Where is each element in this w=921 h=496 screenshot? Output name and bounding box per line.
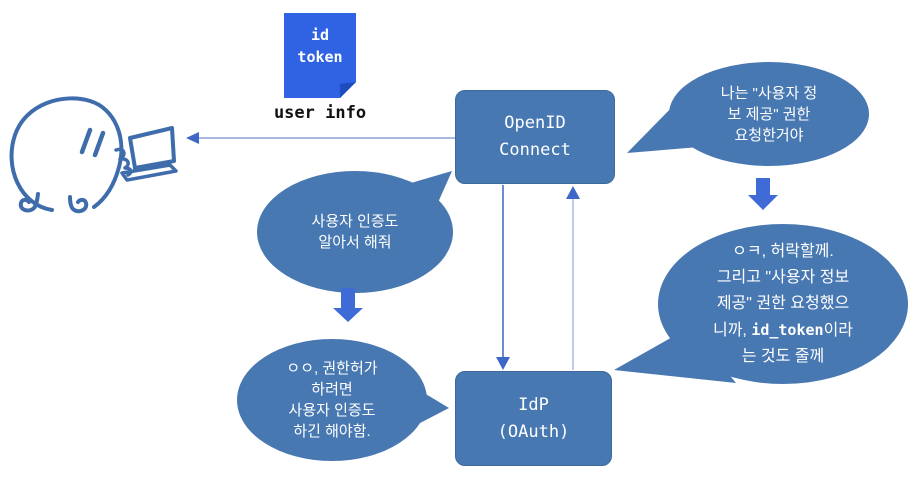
bubble-token-grant (614, 224, 908, 384)
bubble-token-grant-text-before: ㅇㅋ, 허락할께. 그리고 "사용자 정보 제공" 권한 요청했으 니까, (712, 243, 850, 339)
idp-to-openid-arrow (566, 186, 580, 370)
bubble-auth-agree (237, 339, 449, 461)
bubble-request-scope-text: 나는 "사용자 정 보 제공" 권한 요청한거야 (720, 85, 818, 144)
block-arrow-down-right-icon (748, 178, 778, 210)
bubble-auth-agree-text: ㅇㅇ, 권한허가 하려면 사용자 인증도 하긴 해야함. (286, 360, 378, 440)
bubble-auth-request (257, 171, 453, 293)
bubble-request-scope (627, 62, 869, 166)
openid-to-idp-arrow (496, 185, 510, 370)
id-token-note (284, 13, 356, 98)
bubble-auth-request-text: 사용자 인증도 알아서 해줘 (311, 213, 399, 251)
node-openid-connect: OpenID Connect (455, 90, 615, 184)
node-idp-oauth: IdP (OAuth) (455, 371, 612, 466)
block-arrow-down-left-icon (333, 288, 363, 322)
user-info-arrow (186, 132, 455, 144)
bubble-token-grant-text-after: 이라 는 것도 줄께 (741, 322, 854, 365)
id-token-note-label: id token (297, 26, 343, 66)
id-token-code-text: id_token (751, 321, 824, 339)
bubble-token-grant-text: ㅇㅋ, 허락할께. 그리고 "사용자 정보 제공" 권한 요청했으 니까, id… (658, 239, 908, 370)
person-sketch-icon (9, 96, 178, 214)
user-info-label: user info (273, 103, 367, 123)
